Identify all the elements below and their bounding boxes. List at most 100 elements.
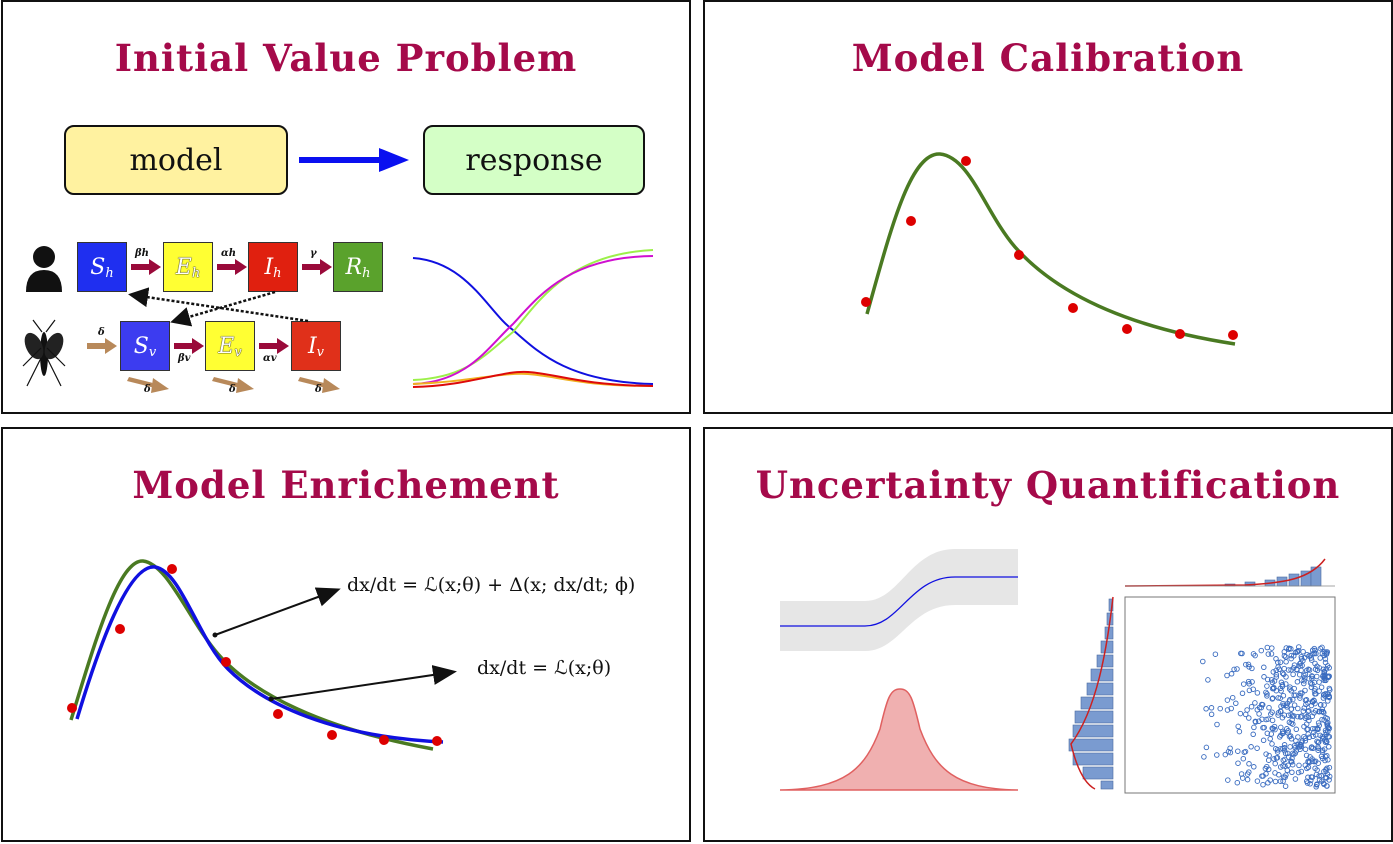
- scatter-point: [1238, 771, 1245, 777]
- scatter-point: [1283, 659, 1289, 665]
- scatter-point: [1260, 724, 1266, 731]
- scatter-point: [1274, 749, 1281, 755]
- scatter-point: [1282, 750, 1289, 757]
- left-density-curve: [1070, 596, 1114, 790]
- scatter-point: [1273, 671, 1280, 678]
- scatter-point: [1288, 706, 1295, 712]
- scatter-point: [1263, 689, 1269, 696]
- panel-title: Initial Value Problem: [114, 36, 578, 80]
- scatter-point: [1319, 733, 1326, 740]
- scatter-point: [1315, 760, 1321, 766]
- scatter-point: [1312, 725, 1318, 732]
- scatter-point: [1233, 700, 1239, 707]
- scatter-point: [1224, 672, 1230, 679]
- scatter-point: [1205, 677, 1211, 683]
- scatter-point: [1235, 723, 1241, 730]
- scatter-point: [1265, 651, 1272, 657]
- scatter-point: [1272, 778, 1279, 785]
- scatter-point: [1311, 729, 1317, 736]
- scatter-point: [1248, 703, 1255, 710]
- scatter-point: [1282, 783, 1289, 789]
- data-point: [115, 624, 125, 634]
- scatter-point: [1307, 781, 1313, 787]
- scatter-point: [1280, 692, 1287, 699]
- scatter-point: [1290, 721, 1296, 727]
- scatter-point: [1283, 654, 1289, 660]
- scatter-point: [1306, 734, 1313, 741]
- data-point: [1228, 330, 1238, 340]
- scatter-point: [1293, 726, 1300, 733]
- data-point: [906, 216, 916, 226]
- scatter-point: [1268, 677, 1275, 683]
- enriched-model-curve: [75, 565, 444, 744]
- scatter-point: [1301, 675, 1308, 681]
- scatter-point: [1275, 695, 1281, 701]
- scatter-point: [1266, 704, 1272, 711]
- scatter-point: [1265, 766, 1272, 773]
- scatter-point: [1244, 707, 1250, 713]
- scatter-point: [1281, 665, 1287, 672]
- scatter-point: [1269, 725, 1275, 732]
- scatter-point: [1316, 708, 1323, 715]
- scatter-point: [1299, 690, 1305, 696]
- scatter-point: [1263, 751, 1269, 757]
- scatter-point: [1315, 726, 1321, 733]
- scatter-point: [1294, 741, 1301, 748]
- scatter-point: [1282, 756, 1288, 763]
- scatter-point: [1214, 752, 1220, 758]
- scatter-point: [1264, 676, 1271, 683]
- scatter-point: [1222, 751, 1229, 758]
- scatter-point: [1259, 701, 1265, 708]
- top-density-curve: [1124, 558, 1326, 587]
- scatter-point: [1245, 678, 1252, 685]
- compartment-subscript: h: [105, 265, 114, 281]
- scatter-point: [1246, 681, 1252, 687]
- scatter-point: [1275, 664, 1281, 670]
- scatter-point: [1319, 644, 1325, 651]
- scatter-point: [1264, 693, 1270, 699]
- scatter-point: [1323, 650, 1330, 657]
- scatter-point: [1325, 757, 1331, 763]
- scatter-point: [1308, 702, 1315, 709]
- scatter-point: [1267, 736, 1273, 742]
- uq-plots: [779, 549, 1336, 794]
- scatter-point: [1254, 745, 1260, 751]
- scatter-point: [1269, 717, 1276, 724]
- scatter-point: [1297, 746, 1303, 753]
- calibration-plot: [861, 152, 1238, 346]
- data-point: [1175, 329, 1185, 339]
- scatter-point: [1291, 653, 1297, 659]
- scatter-point: [1308, 777, 1314, 784]
- scatter-point: [1304, 726, 1310, 733]
- scatter-point: [1295, 713, 1301, 720]
- data-point: [961, 156, 971, 166]
- model-label: model: [129, 142, 223, 178]
- scatter-point: [1208, 705, 1215, 711]
- scatter-point: [1317, 645, 1324, 652]
- scatter-point: [1311, 697, 1317, 704]
- scatter-point: [1288, 711, 1294, 718]
- panel-model-calibration: Model Calibration: [703, 0, 1393, 414]
- scatter-point: [1305, 714, 1312, 720]
- scatter-point: [1298, 654, 1305, 660]
- scatter-point: [1250, 651, 1257, 657]
- scatter-point: [1322, 673, 1328, 680]
- scatter-point: [1300, 708, 1307, 714]
- scatter-point: [1296, 762, 1302, 769]
- scatter-point: [1326, 733, 1333, 740]
- susceptible-curve: [412, 257, 654, 385]
- panel-title: Model Calibration: [851, 36, 1245, 80]
- scatter-point: [1302, 687, 1308, 694]
- scatter-point: [1272, 726, 1278, 733]
- scatter-point: [1279, 714, 1286, 721]
- scatter-point: [1264, 691, 1270, 697]
- scatter-point: [1231, 666, 1237, 673]
- response-curves-plot: [412, 249, 654, 388]
- scatter-point: [1246, 769, 1252, 775]
- scatter-point: [1321, 768, 1327, 775]
- scatter-point: [1241, 749, 1248, 755]
- scatter-point: [1308, 657, 1315, 663]
- scatter-point: [1258, 647, 1265, 654]
